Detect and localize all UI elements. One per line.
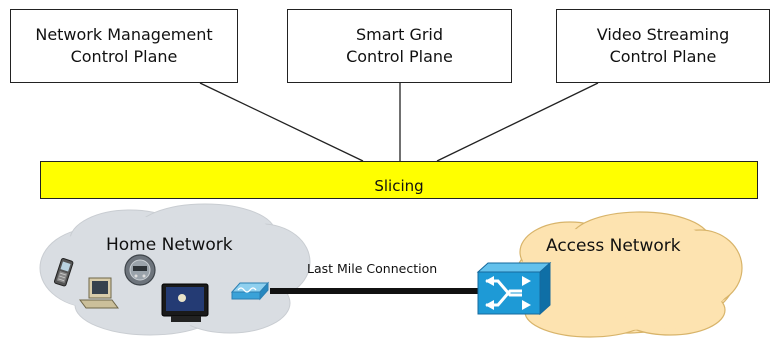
home-router-icon	[230, 281, 270, 301]
smart-meter-icon	[124, 254, 156, 286]
control-plane-title: Smart Grid	[355, 25, 444, 44]
slicing-label: Slicing	[374, 177, 424, 195]
control-plane-title: Video Streaming	[596, 25, 730, 44]
control-plane-subtitle: Control Plane	[609, 47, 717, 66]
cellphone-icon	[53, 258, 74, 287]
access-network-label: Access Network	[546, 236, 681, 256]
network-management-control-plane: Network Management Control Plane	[10, 9, 238, 83]
slicing-bar: Slicing	[40, 161, 758, 199]
control-plane-title: Network Management	[35, 25, 213, 44]
connector-network-management	[199, 82, 364, 162]
television-icon	[161, 283, 209, 322]
smart-grid-control-plane: Smart Grid Control Plane	[287, 9, 512, 83]
home-network-label: Home Network	[106, 235, 233, 255]
video-streaming-control-plane: Video Streaming Control Plane	[556, 9, 770, 83]
control-plane-subtitle: Control Plane	[70, 47, 178, 66]
control-plane-subtitle: Control Plane	[346, 47, 453, 66]
last-mile-connection-label: Last Mile Connection	[307, 261, 438, 276]
computer-icon	[79, 277, 119, 309]
network-switch-icon	[476, 261, 552, 316]
connector-video-streaming	[436, 82, 599, 162]
